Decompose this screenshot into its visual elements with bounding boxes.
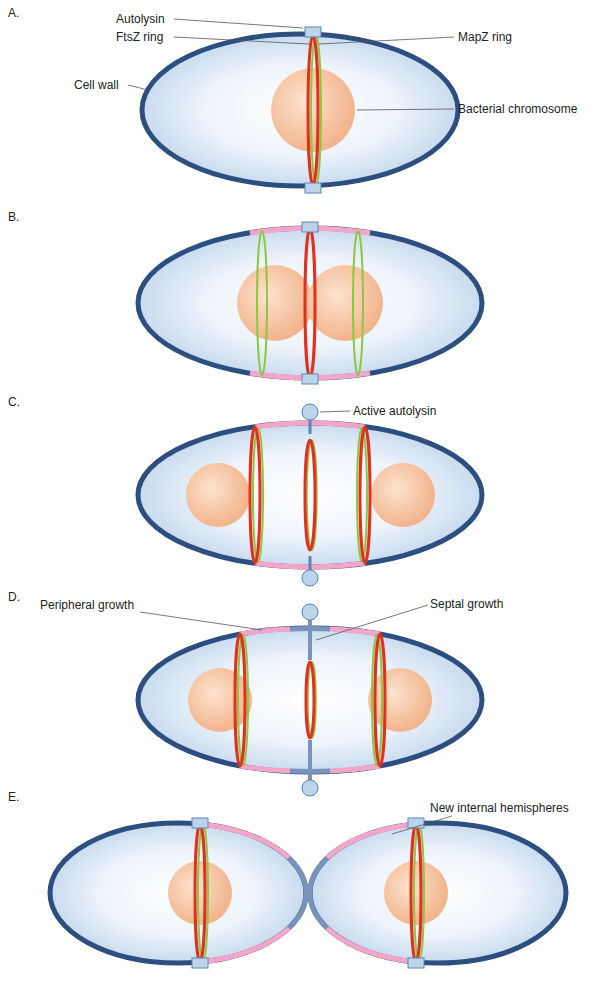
- new-wall: [330, 766, 380, 771]
- chromosome: [188, 668, 252, 732]
- ftsz-ring: [250, 427, 260, 563]
- chromosome: [368, 668, 432, 732]
- part-label: New internal hemispheres: [430, 801, 569, 815]
- cell-wall: [142, 34, 458, 186]
- part-label: Active autolysin: [353, 404, 436, 418]
- panel-e: [50, 816, 566, 968]
- septum: [308, 620, 312, 660]
- ftsz-ring: [411, 824, 421, 962]
- leader-lines: [140, 605, 428, 640]
- new-wall: [240, 629, 290, 634]
- chromosome: [168, 861, 232, 925]
- cell-wall: [138, 423, 482, 567]
- chromosome: [371, 463, 435, 527]
- panel-letter: B.: [8, 210, 19, 224]
- leader-lines: [128, 19, 454, 110]
- cell-wall: [50, 823, 306, 963]
- septum: [308, 740, 312, 780]
- active-autolysin: [302, 604, 318, 620]
- panel-letter: D.: [8, 590, 20, 604]
- chromosome: [186, 463, 250, 527]
- panel-d: [138, 604, 482, 796]
- chromosome: [307, 265, 383, 341]
- ftsz-ring: [306, 662, 314, 738]
- autolysin: [192, 958, 208, 968]
- septal-wall: [289, 858, 306, 928]
- cell-wall: [138, 228, 482, 378]
- ftsz-ring: [308, 35, 318, 185]
- part-label: Septal growth: [430, 597, 503, 611]
- new-wall: [200, 824, 289, 858]
- ftsz-ring: [305, 228, 315, 378]
- ftsz-ring: [235, 634, 245, 766]
- panel-letter: A.: [8, 6, 19, 20]
- cell-wall: [310, 823, 566, 963]
- chromosome: [271, 68, 355, 152]
- active-autolysin: [302, 404, 318, 420]
- part-label: MapZ ring: [458, 30, 512, 44]
- ftsz-ring: [195, 824, 205, 962]
- chromosome: [384, 861, 448, 925]
- mapz-ring: [353, 231, 363, 375]
- autolysin: [408, 958, 424, 968]
- panel-letter: E.: [8, 790, 19, 804]
- ftsz-ring: [305, 440, 315, 550]
- panel-b: [138, 222, 482, 384]
- autolysin: [305, 27, 321, 37]
- part-label: FtsZ ring: [116, 30, 163, 44]
- new-wall: [327, 824, 416, 858]
- panel-c: [138, 404, 482, 586]
- ftsz-ring: [360, 427, 370, 563]
- part-label: Autolysin: [116, 12, 165, 26]
- new-wall: [327, 928, 416, 962]
- autolysin-stalk: [309, 556, 312, 570]
- part-label: Cell wall: [74, 78, 119, 92]
- panel-a: [128, 19, 458, 193]
- new-wall: [240, 766, 290, 771]
- autolysin: [302, 374, 318, 384]
- autolysin: [192, 818, 208, 828]
- mapz-ring: [257, 231, 267, 375]
- new-wall: [200, 928, 289, 962]
- leader-line: [392, 816, 452, 834]
- ftsz-ring: [375, 634, 385, 766]
- autolysin-stalk: [309, 420, 312, 434]
- chromosome: [237, 265, 313, 341]
- panel-letter: C.: [8, 395, 20, 409]
- septal-wall: [310, 858, 327, 928]
- active-autolysin: [302, 570, 318, 586]
- leader-line: [320, 411, 350, 412]
- autolysin: [305, 183, 321, 193]
- autolysin: [302, 222, 318, 232]
- part-label: Bacterial chromosome: [458, 102, 577, 116]
- active-autolysin: [302, 780, 318, 796]
- part-label: Peripheral growth: [40, 598, 134, 612]
